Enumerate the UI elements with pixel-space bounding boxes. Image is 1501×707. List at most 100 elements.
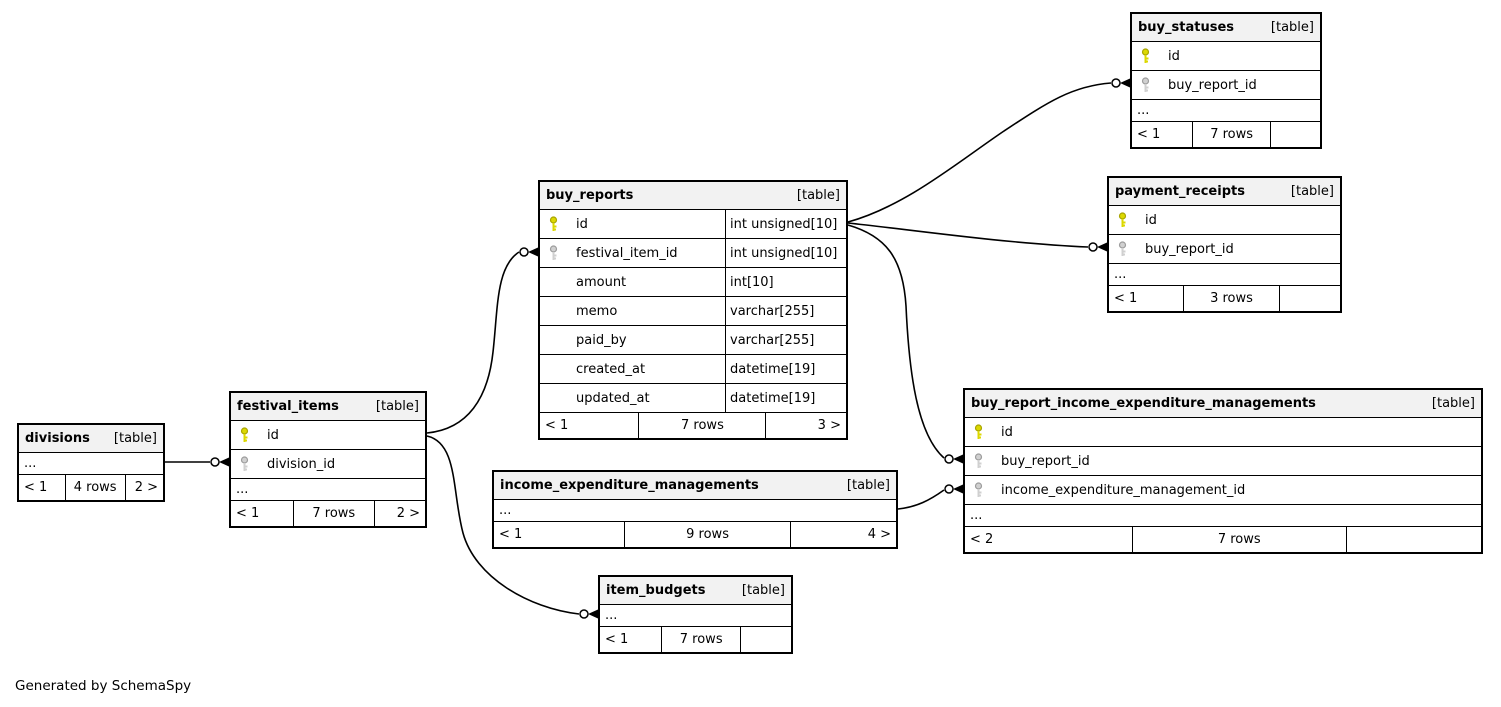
table-tag: [table] — [741, 583, 785, 598]
table-divisions[interactable]: divisions [table] ... < 1 4 rows 2 > — [17, 423, 165, 502]
footer-child-count — [1271, 122, 1320, 147]
table-tag: [table] — [113, 431, 157, 446]
table-title: item_budgets — [606, 583, 706, 598]
column-name: paid_by — [576, 332, 627, 348]
table-title: payment_receipts — [1115, 184, 1245, 199]
table-buy-reports[interactable]: buy_reports [table] id int unsigned[10] … — [538, 180, 848, 440]
column-row: id — [1109, 206, 1340, 235]
table-footer: < 1 7 rows — [1132, 122, 1320, 147]
column-row: buy_report_id — [1109, 235, 1340, 264]
footer-child-count: 4 > — [867, 527, 891, 542]
table-payment-receipts[interactable]: payment_receipts [table] id buy_report_i… — [1107, 176, 1342, 313]
column-name: updated_at — [576, 390, 650, 406]
more-columns-ellipsis: ... — [499, 503, 512, 518]
column-row: updated_at datetime[19] — [540, 384, 846, 413]
more-columns-ellipsis: ... — [236, 482, 249, 497]
footer-parent-count: < 1 — [540, 413, 640, 438]
column-row: buy_report_id — [1132, 71, 1320, 100]
table-buy-statuses[interactable]: buy_statuses [table] id buy_report_id ..… — [1130, 12, 1322, 149]
column-row: income_expenditure_management_id — [965, 476, 1481, 505]
column-type: varchar[255] — [730, 303, 815, 319]
edge-buy-reports-to-buy-statuses — [847, 82, 1112, 223]
footer-parent-count: < 1 — [494, 522, 625, 547]
fk-endpoint-briem-income-expenditure-management-id — [944, 484, 963, 494]
column-row: id int unsigned[10] — [540, 210, 846, 239]
primary-key-icon — [965, 424, 1001, 440]
more-columns-row: ... — [1132, 100, 1320, 122]
column-name: buy_report_id — [1001, 453, 1090, 469]
edge-buy-reports-to-buy-report-income-expenditure-managements — [847, 224, 945, 459]
footer-row-count: 7 rows — [1193, 122, 1272, 147]
table-header: buy_report_income_expenditure_management… — [965, 390, 1481, 418]
column-name: amount — [576, 274, 627, 290]
table-tag: [table] — [1290, 184, 1334, 199]
fk-endpoint-festival-items-division-id — [210, 457, 229, 467]
table-header: income_expenditure_managements [table] — [494, 472, 896, 500]
more-columns-row: ... — [1109, 264, 1340, 286]
footer-child-count — [741, 627, 791, 652]
column-type: int unsigned[10] — [730, 245, 838, 261]
column-name: id — [1168, 48, 1180, 64]
table-title: buy_reports — [546, 188, 634, 203]
table-title: festival_items — [237, 399, 339, 414]
fk-endpoint-buy-reports-festival-item-id — [519, 247, 538, 257]
table-header: festival_items [table] — [231, 393, 425, 421]
primary-key-icon — [1132, 48, 1168, 64]
primary-key-icon — [540, 216, 576, 232]
column-name: id — [267, 427, 279, 443]
more-columns-ellipsis: ... — [1114, 267, 1127, 282]
table-footer: < 1 7 rows 3 > — [540, 413, 846, 438]
table-footer: < 1 3 rows — [1109, 286, 1340, 311]
table-title: buy_report_income_expenditure_management… — [971, 396, 1316, 411]
column-type: varchar[255] — [730, 332, 815, 348]
column-row: id — [1132, 42, 1320, 71]
primary-key-icon — [1109, 212, 1145, 228]
more-columns-row: ... — [965, 505, 1481, 527]
table-tag: [table] — [1270, 20, 1314, 35]
table-buy-report-income-expenditure-managements[interactable]: buy_report_income_expenditure_management… — [963, 388, 1483, 554]
footer-row-count: 7 rows — [662, 627, 742, 652]
column-name: memo — [576, 303, 618, 319]
edge-buy-reports-to-payment-receipts — [847, 222, 1089, 248]
footer-parent-count: < 1 — [1109, 286, 1185, 311]
column-type: int[10] — [730, 274, 774, 290]
table-footer: < 1 4 rows 2 > — [19, 475, 163, 500]
table-header: payment_receipts [table] — [1109, 178, 1340, 206]
table-item-budgets[interactable]: item_budgets [table] ... < 1 7 rows — [598, 575, 793, 654]
table-festival-items[interactable]: festival_items [table] id division_id ..… — [229, 391, 427, 528]
footer-row-count: 4 rows — [66, 475, 126, 500]
more-columns-row: ... — [231, 479, 425, 501]
more-columns-row: ... — [19, 453, 163, 475]
column-name: buy_report_id — [1168, 77, 1257, 93]
footer-parent-count: < 1 — [1132, 122, 1194, 147]
column-name: id — [576, 216, 588, 232]
table-title: divisions — [25, 431, 90, 446]
table-tag: [table] — [1431, 396, 1475, 411]
foreign-key-icon — [231, 456, 267, 472]
more-columns-ellipsis: ... — [24, 456, 37, 471]
primary-key-icon — [231, 427, 267, 443]
column-row: festival_item_id int unsigned[10] — [540, 239, 846, 268]
more-columns-row: ... — [600, 605, 791, 627]
table-title: income_expenditure_managements — [500, 478, 759, 493]
fk-endpoint-buy-statuses-buy-report-id — [1111, 78, 1130, 88]
table-header: item_budgets [table] — [600, 577, 791, 605]
column-row: id — [231, 421, 425, 450]
table-header: divisions [table] — [19, 425, 163, 453]
column-row: id — [965, 418, 1481, 447]
column-type: datetime[19] — [730, 361, 816, 377]
column-type: datetime[19] — [730, 390, 816, 406]
footer-row-count: 7 rows — [639, 413, 767, 438]
table-income-expenditure-managements[interactable]: income_expenditure_managements [table] .… — [492, 470, 898, 549]
foreign-key-icon — [965, 453, 1001, 469]
column-name: division_id — [267, 456, 336, 472]
footer-parent-count: < 1 — [600, 627, 663, 652]
foreign-key-icon — [965, 482, 1001, 498]
column-name: festival_item_id — [576, 245, 678, 261]
edge-festival-items-to-buy-reports — [426, 251, 520, 434]
table-footer: < 2 7 rows — [965, 527, 1481, 552]
table-header: buy_statuses [table] — [1132, 14, 1320, 42]
footer-child-count — [1280, 286, 1340, 311]
footer-parent-count: < 1 — [19, 475, 66, 500]
